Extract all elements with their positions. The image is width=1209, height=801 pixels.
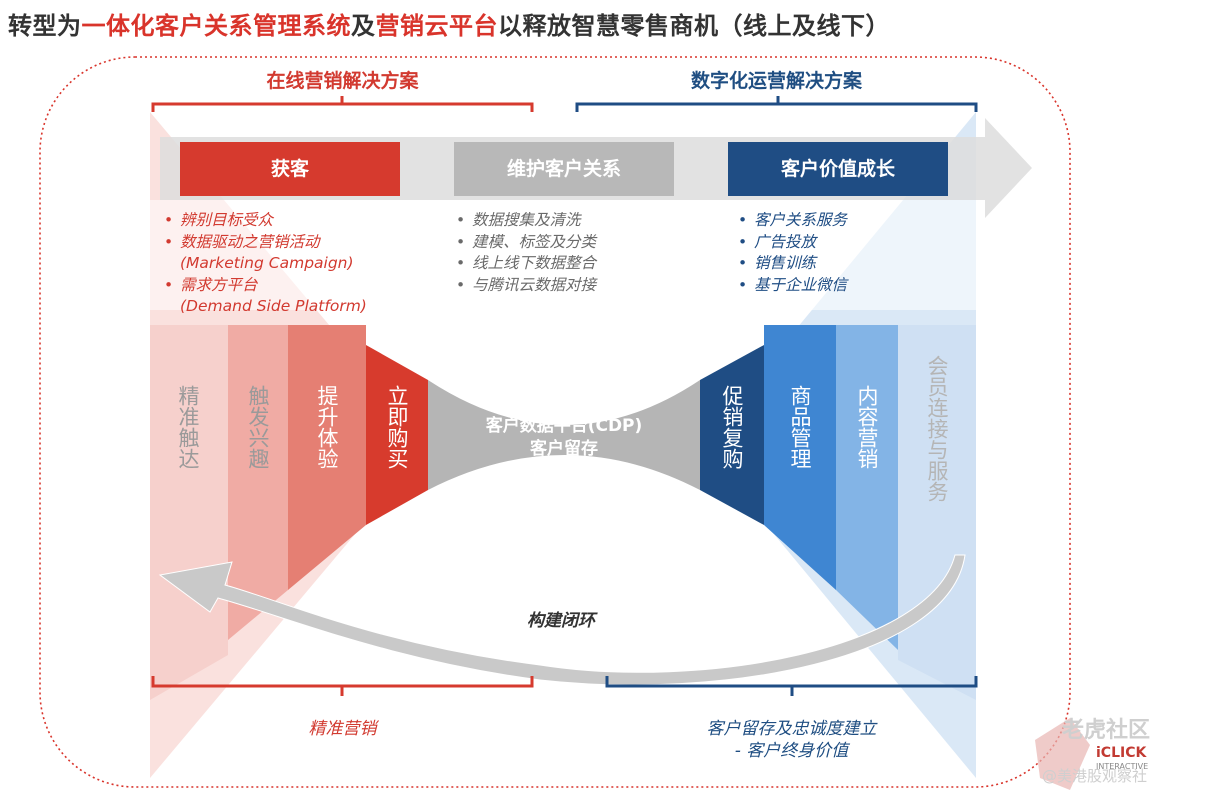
stage-acquire: 获客 [180, 142, 400, 196]
funnel-label-improve-experience: 提升体验 [315, 385, 339, 469]
bullet-item: 数据搜集及清洗 [456, 210, 596, 232]
funnel-right-band-2 [764, 325, 836, 590]
bracket-top-left [151, 102, 534, 112]
funnel-left-band-3 [288, 325, 366, 590]
title-part2: 及 [351, 12, 376, 40]
loop-arrow-body [158, 554, 966, 686]
watermark-logo-text: iCLICK [1096, 745, 1147, 761]
watermark-logo-icon [1035, 718, 1090, 790]
title-highlight-cloud: 营销云平台 [375, 12, 498, 40]
stage-maintain-relationship: 维护客户关系 [454, 142, 674, 196]
funnel-label-content-marketing: 内容营销 [855, 385, 879, 469]
bracket-top-right [575, 102, 978, 112]
bullet-item-sub: (Marketing Campaign) [180, 254, 354, 272]
funnel-label-promo-repurchase: 促销复购 [720, 385, 744, 469]
bullet-item-sub: (Demand Side Platform) [180, 297, 367, 315]
dotted-frame [39, 56, 1071, 788]
bullet-item: 需求方平台 [164, 275, 367, 297]
loop-label: 构建闭环 [527, 611, 595, 631]
footer-retention-loyalty: 客户留存及忠诚度建立 - 客户终身价值 [607, 718, 976, 762]
funnel-left-band-4 [366, 345, 428, 525]
bullet-item: 广告投放 [738, 232, 847, 254]
funnel-label-member-service: 会员连接与服务 [925, 355, 949, 502]
footer-precise-marketing: 精准营销 [308, 719, 377, 739]
funnel-left-band-2 [228, 325, 288, 640]
bullet-item: 与腾讯云数据对接 [456, 275, 596, 297]
funnel-label-buy-now: 立即购买 [385, 385, 409, 469]
title-part3: 以释放智慧零售商机（线上及线下） [498, 12, 890, 40]
footer-retention-line2: - 客户终身价值 [734, 741, 849, 761]
bullet-item: 销售训练 [738, 253, 847, 275]
title-part1: 转型为 [8, 12, 82, 40]
center-neck [428, 380, 700, 490]
funnel-right-band-3 [836, 325, 898, 650]
watermark-community: 老虎社区 [1062, 718, 1151, 743]
funnel-label-product-management: 商品管理 [788, 385, 812, 469]
heading-digital-operations: 数字化运营解决方案 [690, 70, 862, 92]
bullet-item: 建模、标签及分类 [456, 232, 596, 254]
bullets-maintain: 数据搜集及清洗 建模、标签及分类 线上线下数据整合 与腾讯云数据对接 [456, 210, 596, 296]
bullet-item: 客户关系服务 [738, 210, 847, 232]
bullet-item: 线上线下数据整合 [456, 253, 596, 275]
bullet-item: 辨别目标受众 [164, 210, 367, 232]
heading-online-marketing: 在线营销解决方案 [266, 70, 419, 92]
funnel-label-precise-reach: 精准触达 [176, 385, 200, 469]
watermark-account: @美港股观察社 [1042, 767, 1148, 785]
title-highlight-crm: 一体化客户关系管理系统 [81, 12, 351, 40]
center-cdp-label: 客户数据平台(CDP) 客户留存 [460, 415, 668, 461]
funnel-right-band-1 [700, 345, 764, 525]
center-cdp-line1: 客户数据平台(CDP) [485, 416, 643, 436]
funnel-label-trigger-interest: 触发兴趣 [246, 385, 270, 469]
funnel-left-band-1 [150, 325, 228, 700]
watermark-logo-sub: INTERACTIVE [1096, 762, 1149, 771]
bullets-acquire: 辨别目标受众 数据驱动之营销活动 (Marketing Campaign) 需求… [164, 210, 367, 318]
footer-retention-line1: 客户留存及忠诚度建立 [706, 719, 877, 739]
bullet-item: 数据驱动之营销活动 [164, 232, 367, 254]
page-title: 转型为一体化客户关系管理系统及营销云平台以释放智慧零售商机（线上及线下） [8, 6, 890, 41]
stage-value-growth: 客户价值成长 [728, 142, 948, 196]
bullets-grow: 客户关系服务 广告投放 销售训练 基于企业微信 [738, 210, 847, 296]
center-cdp-line2: 客户留存 [530, 439, 598, 459]
bullet-item: 基于企业微信 [738, 275, 847, 297]
